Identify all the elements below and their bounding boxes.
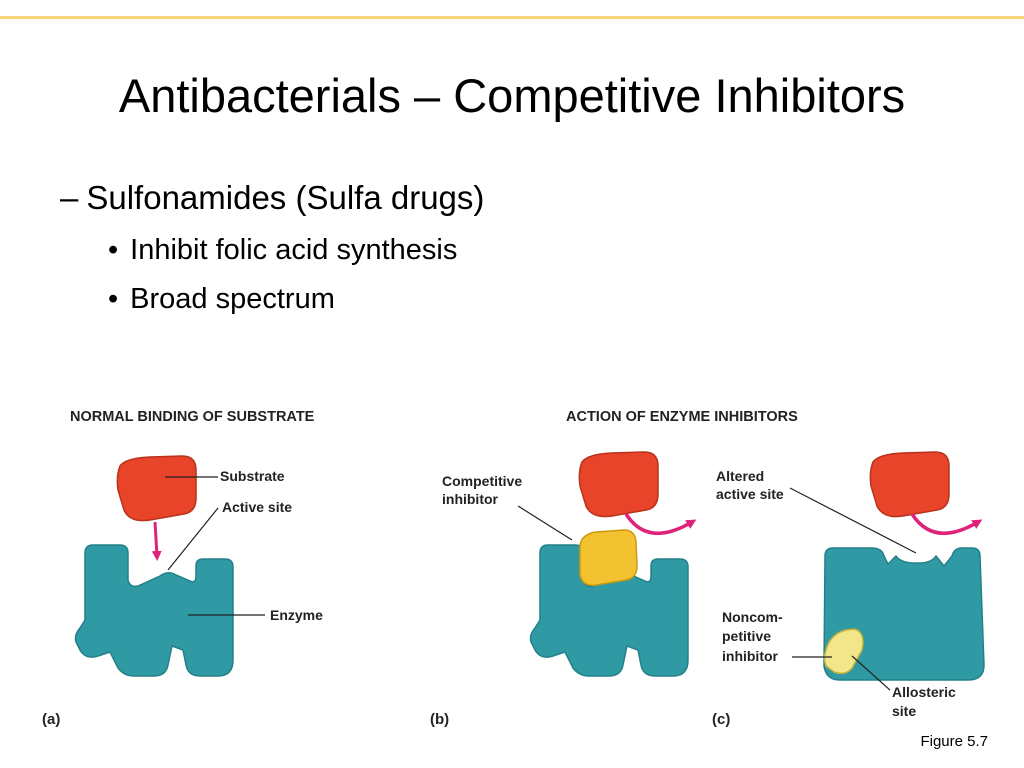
header-enzyme-inhibitors: ACTION OF ENZYME INHIBITORS	[566, 409, 798, 425]
binding-arrow-shaft	[151, 521, 162, 561]
bullet-broad-spectrum: • Broad spectrum	[108, 280, 335, 318]
label-noncomp-line1: Noncom-	[722, 609, 783, 625]
label-noncomp-line2: petitive	[722, 628, 771, 644]
competitive-inhibitor-shape	[579, 529, 638, 587]
distorted-enzyme-shape	[823, 547, 985, 681]
bullet-sulfonamides: –Sulfonamides (Sulfa drugs)	[60, 176, 484, 220]
label-substrate: Substrate	[220, 468, 285, 484]
label-allosteric-line2: site	[892, 703, 916, 719]
header-normal-binding: NORMAL BINDING OF SUBSTRATE	[70, 409, 315, 425]
panel-letter-c: (c)	[712, 711, 730, 728]
substrate-shape	[869, 451, 950, 518]
panel-b: Competitive inhibitor (b)	[430, 451, 697, 728]
bullet-marker: •	[108, 283, 119, 315]
slide-title: Antibacterials – Competitive Inhibitors	[118, 69, 906, 122]
label-noncomp-line3: inhibitor	[722, 648, 779, 664]
figure-caption: Figure 5.7	[920, 733, 988, 750]
inhibitor-leader-line	[517, 505, 573, 541]
label-altered-line2: active site	[716, 486, 784, 502]
bullet-folic-acid: • Inhibit folic acid synthesis	[108, 231, 457, 269]
bullet-marker: •	[108, 234, 119, 266]
bullet-text: Inhibit folic acid synthesis	[130, 234, 458, 266]
deflection-arrow	[910, 513, 983, 535]
active-site-leader-line	[167, 507, 219, 571]
panel-letter-b: (b)	[430, 711, 449, 728]
label-competitive-line1: Competitive	[442, 473, 522, 489]
label-altered-line1: Altered	[716, 468, 764, 484]
panel-a: Substrate Active site Enzyme (a)	[42, 455, 323, 728]
deflection-arrow	[624, 513, 697, 535]
label-competitive-line2: inhibitor	[442, 491, 499, 507]
substrate-shape	[578, 451, 659, 518]
panel-c: Altered active site Noncom- petitive inh…	[712, 451, 985, 728]
top-accent-rule	[0, 16, 1024, 19]
substrate-shape	[116, 455, 197, 522]
enzyme-shape	[74, 544, 234, 677]
noncompetitive-inhibitor-shape	[823, 628, 864, 675]
bullet-text: Sulfonamides (Sulfa drugs)	[86, 179, 485, 216]
label-active-site: Active site	[222, 499, 292, 515]
panel-letter-a: (a)	[42, 711, 60, 728]
label-allosteric-line1: Allosteric	[892, 684, 956, 700]
altered-site-leader-line	[789, 487, 917, 554]
bullet-text: Broad spectrum	[130, 283, 335, 315]
label-enzyme: Enzyme	[270, 607, 323, 623]
allosteric-leader-line	[851, 655, 891, 691]
dash-marker: –	[60, 179, 79, 216]
